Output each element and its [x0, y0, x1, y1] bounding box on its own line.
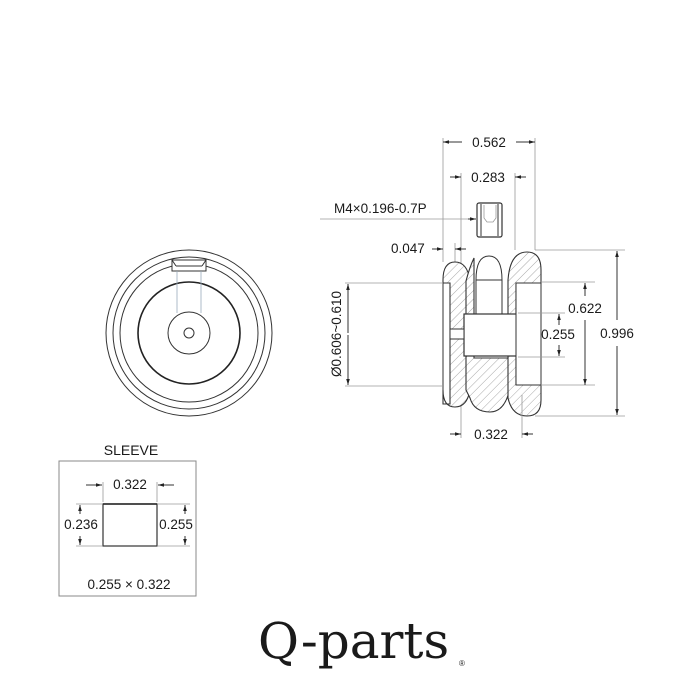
- sleeve-height-right-dim: 0.255: [159, 517, 193, 532]
- dimension-wall-offset: 0.047: [391, 241, 466, 256]
- sleeve-pocket: [463, 313, 519, 357]
- bore-circle: [137, 281, 241, 385]
- thread-callout: M4×0.196-0.7P: [334, 201, 476, 221]
- logo-text: Q-parts: [258, 612, 449, 670]
- inner-bore: [515, 282, 542, 386]
- sleeve-size-label: 0.255 × 0.322: [88, 577, 171, 592]
- center-hole: [183, 327, 195, 339]
- sleeve-height-label: 0.255: [541, 327, 575, 342]
- screw-spacing-label: 0.283: [471, 170, 505, 185]
- front-view: [105, 249, 273, 417]
- set-screw-slot: [171, 259, 207, 313]
- sleeve-frame: [58, 460, 197, 597]
- inner-ring: [119, 263, 259, 403]
- registered-mark: ®: [459, 659, 465, 668]
- dimension-overall-height: 0.996: [600, 251, 634, 415]
- outer-ring: [105, 249, 273, 417]
- sleeve-shape: [102, 503, 158, 547]
- dimension-inner-height: 0.622: [568, 283, 602, 385]
- sleeve-width-label: 0.322: [474, 427, 508, 442]
- sleeve-width-dim: 0.322: [113, 477, 147, 492]
- sleeve-height-left-dim: 0.236: [64, 517, 98, 532]
- overall-height-label: 0.996: [600, 326, 634, 341]
- brand-logo: Q-parts ®: [258, 612, 465, 670]
- dimension-screw-spacing: 0.283: [450, 170, 526, 185]
- overall-width-label: 0.562: [472, 135, 506, 150]
- inner-height-label: 0.622: [568, 301, 602, 316]
- side-view: [320, 138, 625, 438]
- dimension-bore-diameter: Ø0.606~0.610: [329, 284, 350, 385]
- thread-spec-label: M4×0.196-0.7P: [334, 201, 427, 216]
- screw-hole: [475, 255, 503, 315]
- dimension-sleeve-height: 0.255: [541, 314, 575, 356]
- sleeve-title: SLEEVE: [104, 442, 158, 458]
- section-middle: [465, 257, 511, 413]
- set-screw: [476, 202, 503, 238]
- pin-hole: [449, 328, 465, 340]
- middle-ring: [112, 256, 266, 410]
- dimension-overall-width: 0.562: [443, 135, 535, 150]
- hub-circle: [167, 311, 211, 355]
- wall-offset-label: 0.047: [391, 241, 425, 256]
- bore-diameter-label: Ø0.606~0.610: [329, 291, 344, 377]
- sleeve-detail: SLEEVE 0.322 0.236 0.255 0.255 × 0.322: [58, 442, 197, 597]
- dimension-sleeve-width: 0.322: [450, 427, 533, 442]
